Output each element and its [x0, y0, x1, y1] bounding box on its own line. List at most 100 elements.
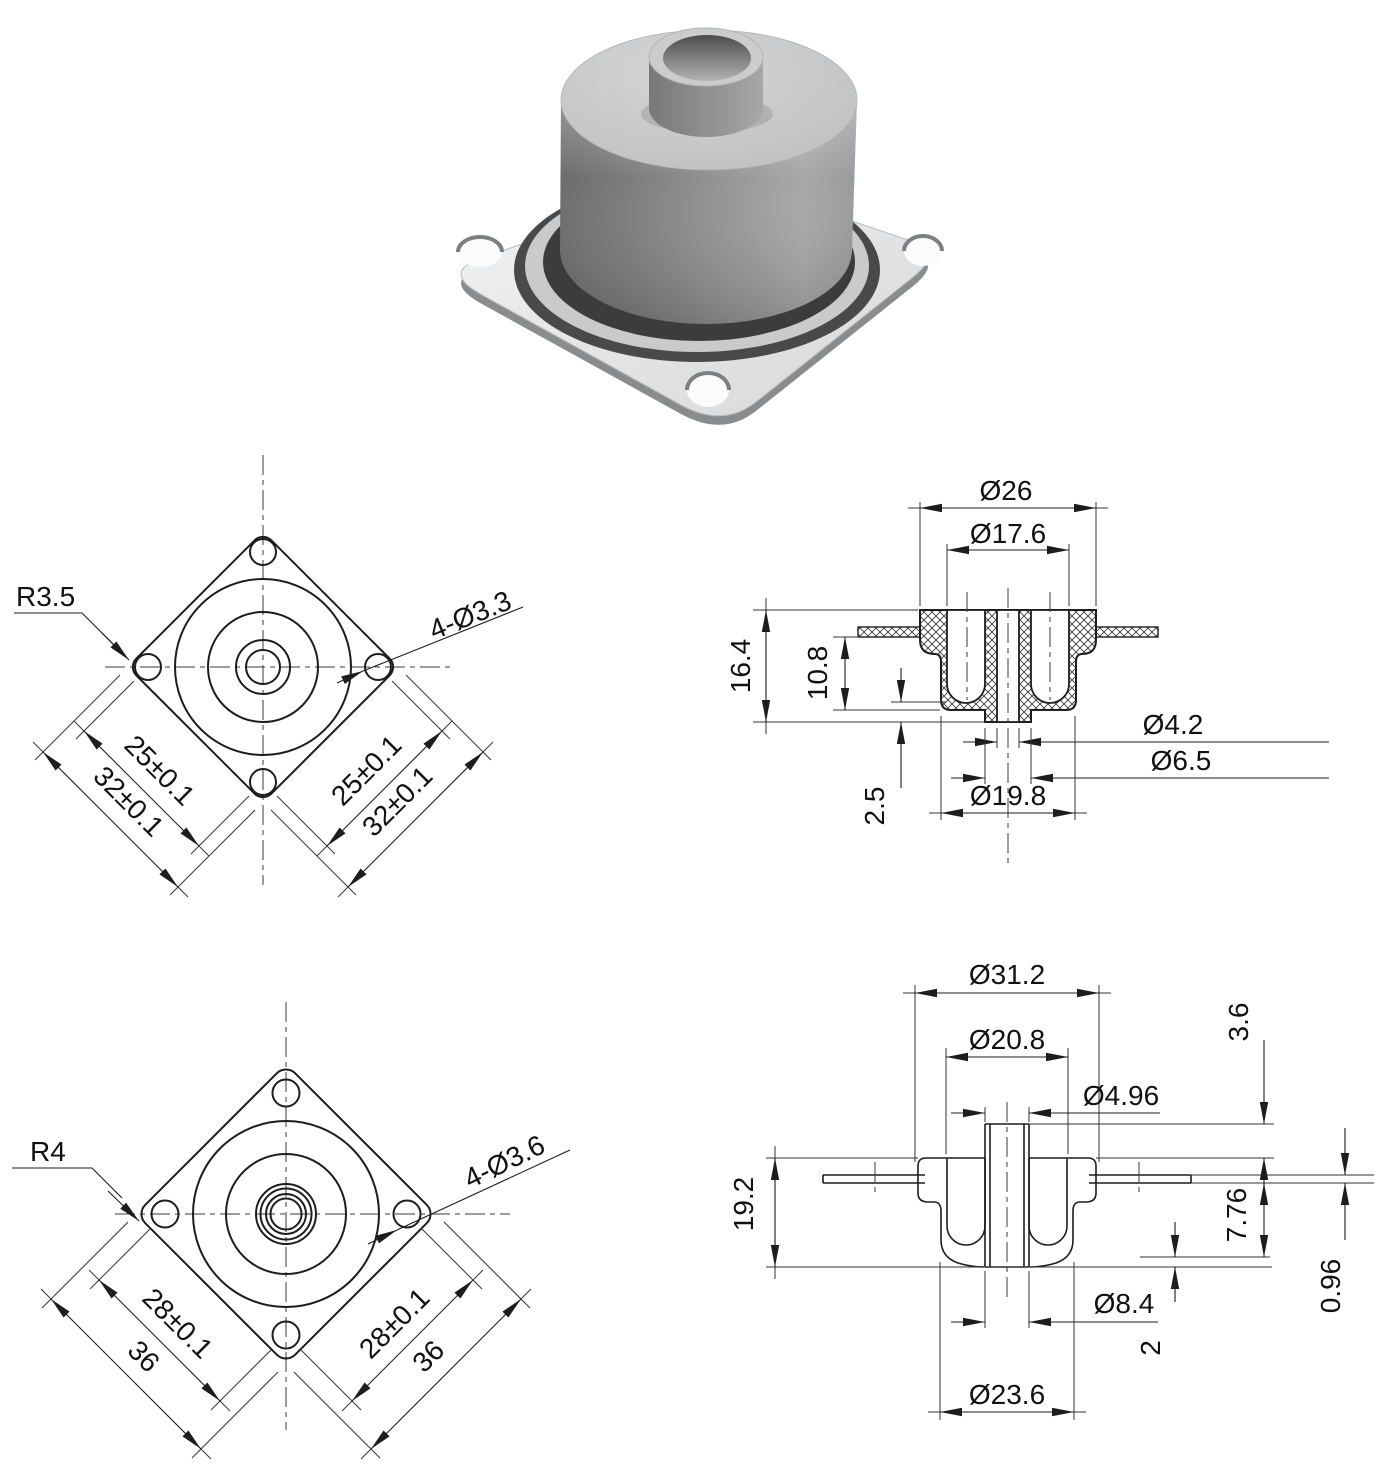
dim-label-h-total: 16.4: [725, 639, 756, 694]
dim-tail: [341, 1400, 353, 1412]
body-top-circle: [225, 1153, 347, 1275]
dim-label-h-top: 3.6: [1223, 1003, 1254, 1042]
dim-label-h-boss: 2.5: [859, 787, 890, 826]
dim-label-d-top: Ø26: [980, 475, 1033, 506]
flange-bolt-hole: [902, 234, 944, 266]
dim-label-radius: R3.5: [16, 581, 75, 612]
bolt-hole: [134, 653, 162, 681]
extension-line: [34, 674, 121, 761]
dim-line-size-right: [370, 1298, 522, 1450]
body-top-circle: [207, 611, 319, 723]
bolt-hole: [150, 1199, 180, 1229]
body-outline-right: [1029, 1157, 1097, 1268]
dim-tail: [177, 886, 189, 898]
dim-tail: [316, 845, 328, 857]
extension-line: [169, 809, 256, 896]
bolt-hole: [364, 653, 392, 681]
body-base-circle: [192, 1120, 380, 1308]
extension-line: [391, 680, 451, 740]
extension-line: [75, 680, 135, 740]
leader-radius: [14, 612, 118, 649]
extension-line: [210, 1348, 273, 1411]
metal-plate-right: [1095, 626, 1159, 638]
dim-label-h-total: 19.2: [728, 1177, 759, 1232]
metal-plate-left: [822, 1162, 925, 1196]
leader-holes-line: [396, 1149, 571, 1231]
dim-tail: [219, 1400, 231, 1412]
dim-label-h-lower: 7.76: [1221, 1188, 1252, 1243]
groove-channel-right: [1028, 1158, 1068, 1246]
dim-line-size-left: [42, 751, 179, 888]
plan-view-a: R3.5 4-Ø3.3 25±0.1 32±0.1 25±0.1 32±0.1: [14, 455, 524, 898]
dim-label-d-top: Ø31.2: [969, 959, 1045, 990]
body-outline-left: [917, 1157, 985, 1268]
bolt-hole: [392, 1199, 422, 1229]
boss-circle: [235, 639, 291, 695]
extension-line: [299, 1348, 362, 1411]
dim-label-h-body: 10.8: [802, 646, 833, 701]
dim-tail: [520, 1288, 532, 1300]
extension-line: [41, 1221, 129, 1309]
dim-tail: [32, 741, 44, 753]
dim-label-size-right: 36: [406, 1334, 450, 1378]
dim-label-d-tube: Ø4.96: [1083, 1080, 1159, 1111]
extension-line: [276, 795, 336, 855]
center-tube: [984, 1123, 1030, 1268]
bolt-hole: [271, 1078, 301, 1108]
extension-line: [443, 1221, 531, 1309]
extension-line: [420, 1227, 483, 1290]
dim-label-d-inner: Ø17.6: [970, 518, 1046, 549]
extension-line: [293, 1371, 381, 1459]
dim-tail: [337, 886, 349, 898]
dim-tail: [360, 1448, 372, 1460]
iso-render-view: [456, 27, 944, 425]
dim-line-size-left: [50, 1298, 202, 1450]
extension-line: [270, 809, 357, 896]
dim-tail: [40, 1288, 52, 1300]
groove-channel-left: [946, 609, 986, 704]
dim-label-t-plate: 0.96: [1315, 1259, 1346, 1314]
dim-label-d-inner: Ø20.8: [969, 1024, 1045, 1055]
dim-tail: [441, 720, 453, 732]
dim-label-h-foot: 2: [1135, 1340, 1166, 1356]
leader-holes-arrow: [336, 670, 364, 685]
bolt-hole: [249, 538, 277, 566]
dim-label-d-tube-b: Ø8.4: [1094, 1288, 1155, 1319]
extension-line: [191, 1371, 279, 1459]
body-base-circle: [174, 578, 352, 756]
extension-line: [89, 1227, 152, 1290]
plan-view-b: R4 4-Ø3.6 28±0.1 36 28±0.1 36: [12, 1002, 571, 1460]
bolt-hole: [249, 768, 277, 796]
boss-ring: [259, 1187, 313, 1241]
leader-holes-arrow: [367, 1229, 398, 1245]
leader-radius-arrow: [101, 632, 130, 661]
dim-label-holes: 4-Ø3.3: [425, 585, 516, 646]
rubber-body-shading: [560, 100, 857, 324]
bore-circle: [245, 649, 281, 685]
boss-bore: [663, 35, 751, 81]
section-view-b: Ø31.2 Ø20.8 Ø4.96 3.6 19.2 7.76 0.96 Ø8.…: [728, 959, 1374, 1420]
dim-tail: [472, 1269, 484, 1281]
dim-label-d-hub: Ø6.5: [1151, 745, 1212, 776]
bore-circle: [269, 1197, 303, 1231]
dim-tail: [482, 741, 494, 753]
dim-tail: [198, 845, 210, 857]
leader-radius-arrow: [107, 1190, 140, 1222]
flange-bolt-hole: [456, 235, 504, 267]
dim-label-radius: R4: [30, 1136, 66, 1167]
dim-label-d-bore: Ø4.2: [1143, 709, 1204, 740]
section-view-a: Ø26 Ø17.6 16.4 10.8 2.5 Ø4.2 Ø6.5 Ø19.8: [725, 475, 1329, 868]
boss-ring: [265, 1193, 307, 1235]
dim-tail: [88, 1269, 100, 1281]
extension-line: [405, 674, 492, 761]
dim-label-d-base: Ø23.6: [969, 1379, 1045, 1410]
dim-label-holes: 4-Ø3.6: [459, 1129, 550, 1194]
bolt-hole: [271, 1320, 301, 1350]
metal-plate-left: [857, 626, 921, 638]
dim-tail: [73, 720, 85, 732]
metal-plate-right: [1089, 1162, 1192, 1196]
boss-ring: [255, 1183, 317, 1245]
dim-line-size-right: [347, 751, 484, 888]
